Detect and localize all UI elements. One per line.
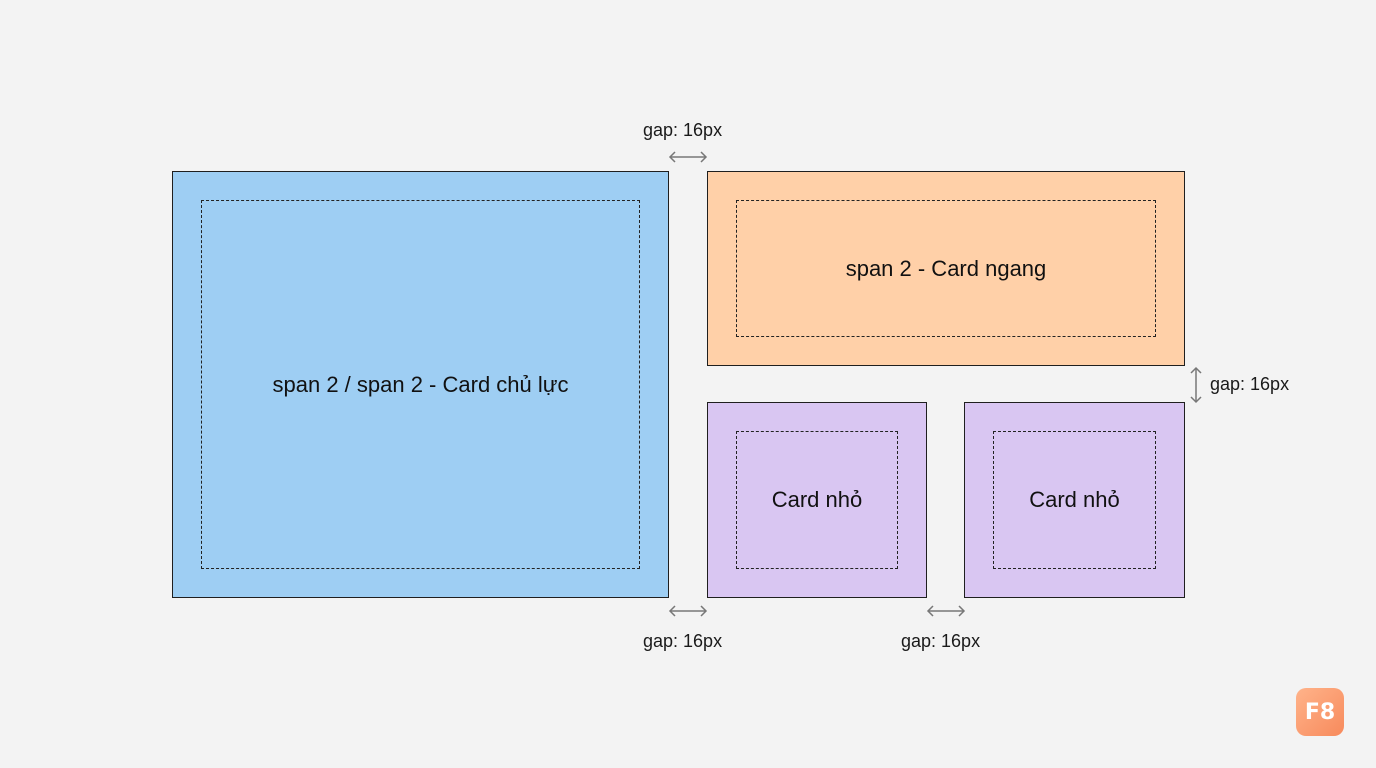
gap-label-bottom-left: gap: 16px <box>643 631 723 651</box>
card-wide-label: span 2 - Card ngang <box>845 255 1047 281</box>
gap-arrow-right-icon <box>1190 366 1202 404</box>
card-small-1-label: Card nhỏ <box>771 487 863 512</box>
gap-label-right: gap: 16px <box>1210 374 1290 394</box>
card-small-1: Card nhỏ <box>707 402 927 598</box>
gap-label-top: gap: 16px <box>643 120 723 140</box>
logo-text: F8 <box>1304 699 1336 725</box>
card-wide: span 2 - Card ngang <box>707 171 1185 366</box>
gap-arrow-top-icon <box>668 151 708 163</box>
card-wide-content-area: span 2 - Card ngang <box>736 200 1156 337</box>
f8-logo-icon: F8 <box>1296 688 1344 736</box>
card-small-2-label: Card nhỏ <box>1029 487 1120 512</box>
gap-arrow-bottom-right-icon <box>926 605 966 617</box>
gap-label-bottom-right: gap: 16px <box>901 631 981 651</box>
card-small-1-content-area: Card nhỏ <box>736 431 898 569</box>
card-main-label: span 2 / span 2 - Card chủ lực <box>272 371 569 397</box>
card-small-2: Card nhỏ <box>964 402 1185 598</box>
card-main: span 2 / span 2 - Card chủ lực <box>172 171 669 598</box>
card-main-content-area: span 2 / span 2 - Card chủ lực <box>201 200 640 569</box>
card-small-2-content-area: Card nhỏ <box>993 431 1156 569</box>
gap-arrow-bottom-left-icon <box>668 605 708 617</box>
